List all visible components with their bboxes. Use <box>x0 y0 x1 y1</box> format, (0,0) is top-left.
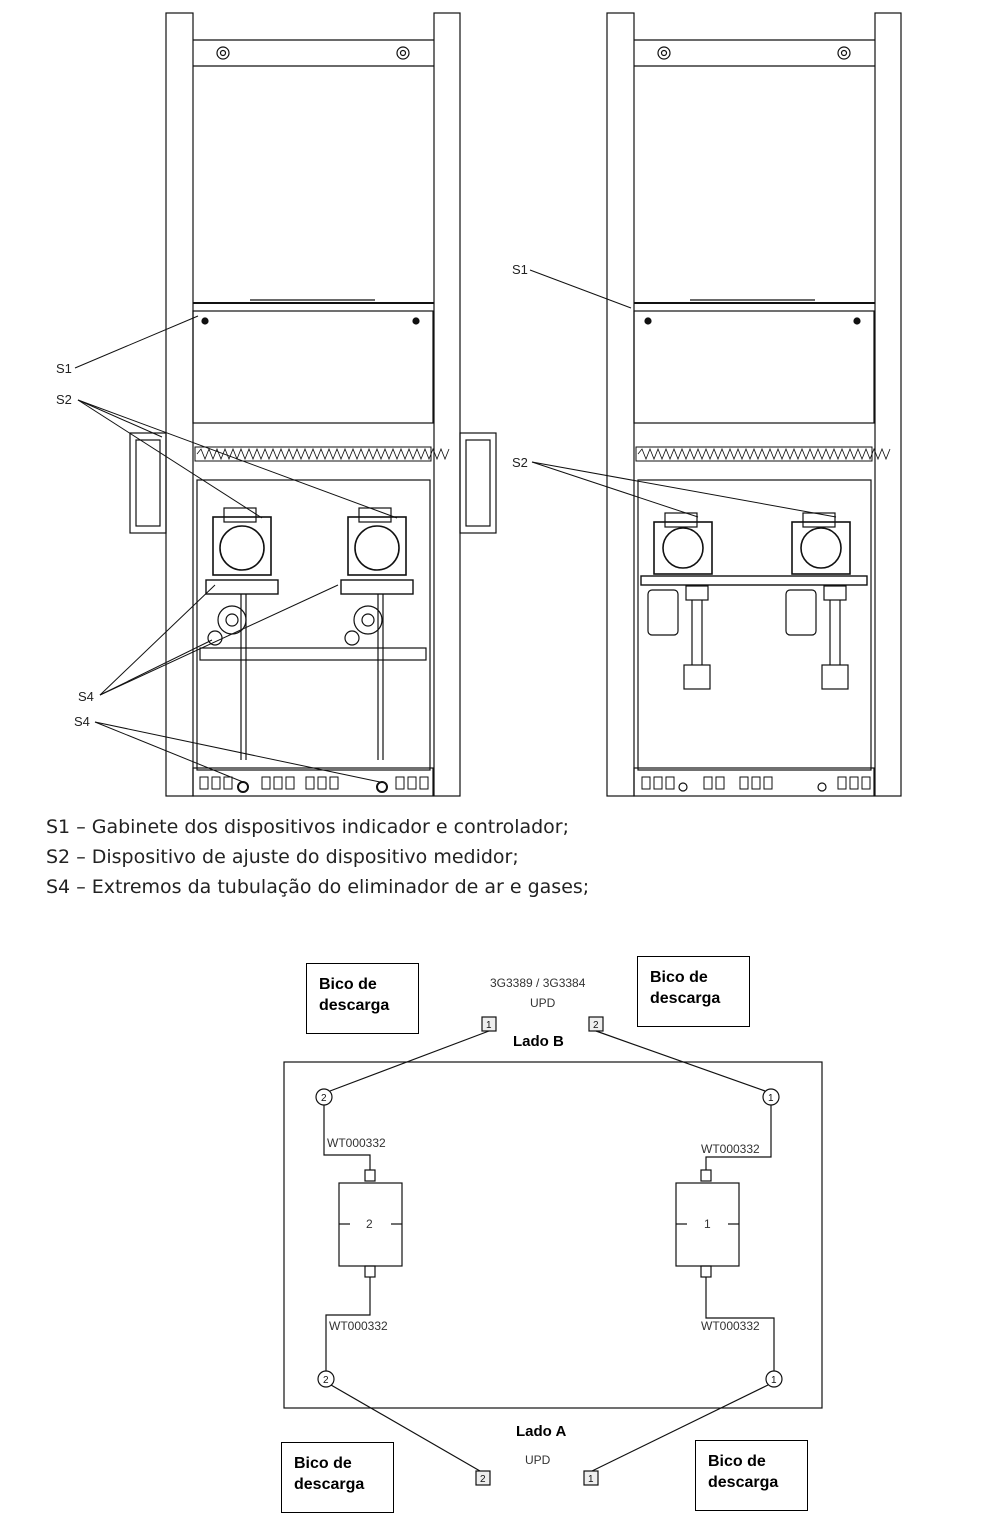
right-dispenser <box>606 12 902 797</box>
hose-label-br: WT000332 <box>701 1319 760 1333</box>
legend-s1: S1 – Gabinete dos dispositivos indicador… <box>46 816 570 838</box>
left-dispenser <box>129 12 497 797</box>
callout-left-s4a: S4 <box>78 689 94 704</box>
connector-a1: 1 <box>588 1474 594 1485</box>
side-b-label: Lado B <box>513 1033 564 1050</box>
nozzle-text-line2: descarga <box>319 997 390 1014</box>
callout-right-s1: S1 <box>512 262 528 277</box>
dispenser-drawings: S1 S2 S4 S4 S1 S2 <box>56 12 902 797</box>
callout-left-s1: S1 <box>56 361 72 376</box>
nozzle-box-bottom-left: Bico de descarga <box>281 1442 394 1513</box>
callout-left-s2: S2 <box>56 392 72 407</box>
hose-label-tr: WT000332 <box>701 1142 760 1156</box>
nozzle-box-top-left: Bico de descarga <box>306 963 419 1034</box>
nozzle-text-line2: descarga <box>650 990 721 1007</box>
side-a-label: Lado A <box>516 1423 566 1440</box>
nozzle-box-bottom-right: Bico de descarga <box>695 1440 808 1511</box>
meter-left-number: 2 <box>366 1217 373 1231</box>
connector-b1: 1 <box>486 1020 492 1031</box>
legend-s2: S2 – Dispositivo de ajuste do dispositiv… <box>46 846 519 868</box>
connector-a2: 2 <box>480 1474 486 1485</box>
nozzle-text-line1: Bico de <box>650 969 708 986</box>
meter-right-number: 1 <box>704 1217 711 1231</box>
nozzle-box-top-right: Bico de descarga <box>637 956 750 1027</box>
circle-tl: 2 <box>321 1093 327 1104</box>
legend-s4: S4 – Extremos da tubulação do eliminador… <box>46 876 590 898</box>
callout-right-s2: S2 <box>512 455 528 470</box>
upd-top-label: UPD <box>530 996 556 1010</box>
callout-left-s4b: S4 <box>74 714 90 729</box>
nozzle-text-line1: Bico de <box>294 1455 352 1472</box>
nozzle-text-line1: Bico de <box>319 976 377 993</box>
nozzle-text-line1: Bico de <box>708 1453 766 1470</box>
nozzle-text-line2: descarga <box>708 1474 779 1491</box>
hose-label-bl: WT000332 <box>329 1319 388 1333</box>
circle-tr: 1 <box>768 1093 774 1104</box>
circle-bl: 2 <box>323 1375 329 1386</box>
callout-leaders <box>74 269 837 783</box>
model-label: 3G3389 / 3G3384 <box>490 976 586 990</box>
circle-br: 1 <box>771 1375 777 1386</box>
hose-label-tl: WT000332 <box>327 1136 386 1150</box>
upd-bottom-label: UPD <box>525 1453 551 1467</box>
connector-b2: 2 <box>593 1020 599 1031</box>
nozzle-text-line2: descarga <box>294 1476 365 1493</box>
